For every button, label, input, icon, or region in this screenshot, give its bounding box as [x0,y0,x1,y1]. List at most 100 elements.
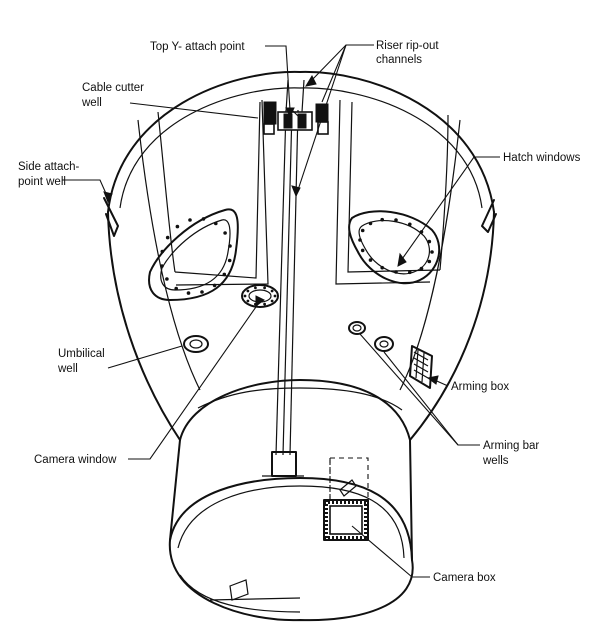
rivet-dot [419,266,424,271]
rivet-dot [430,250,434,254]
rivet-dot [228,244,232,248]
cable-cutter-well [263,101,277,135]
camera-box-border-mark [356,536,358,540]
camera-box-border-mark [364,508,368,510]
camera-box-border-mark [324,508,328,510]
label-arming-bar-line1: Arming bar [483,440,539,452]
rivet-dot [223,231,227,235]
camera-box-border-mark [340,500,342,504]
camera-box-border-mark [324,520,328,522]
rivet-dot [427,259,432,264]
camera-box-border-mark [352,500,354,504]
rivet-dot [222,272,227,277]
camera-box-border-mark [324,512,328,514]
rivet-dot [212,283,217,288]
label-riser-ripout-line1: Riser rip-out [376,40,439,52]
ring-dot [246,289,250,293]
camera-box-border-mark [364,532,368,534]
rivet-dot [165,235,170,240]
camera-box-border-mark [340,536,342,540]
rivet-dot [214,221,218,226]
camera-box-border-mark [324,532,328,534]
arming-box [409,345,433,389]
ring-dot [270,289,274,293]
hatch-window-right [348,210,441,285]
label-side-attach-line1: Side attach- [18,161,80,173]
camera-box-border-mark [328,500,330,504]
leader-lines [62,44,500,578]
labels: Top Y- attach point Riser rip-out channe… [18,40,581,584]
ring-dot [263,302,266,306]
label-arming-box: Arming box [451,381,509,393]
camera-box-border-mark [356,500,358,504]
rivet-dot [201,217,206,221]
umbilical-well [183,335,209,353]
rivet-dot [368,258,373,262]
camera-box-border-mark [348,536,350,540]
camera-box-border-mark [348,500,350,504]
ring-dot [263,286,266,290]
camera-box-border-mark [364,512,368,514]
capsule-body [103,70,497,622]
label-cable-cutter-line2: well [81,97,102,109]
rivet-dot [368,221,373,226]
label-camera-window: Camera window [34,454,117,466]
camera-box-border-mark [332,500,334,504]
rivet-dot [408,222,412,227]
rivet-dot [358,238,362,242]
rivet-dot [160,264,164,268]
rivet-dot [360,248,365,253]
label-riser-ripout-line2: channels [376,54,422,66]
rivet-dot [186,291,191,295]
rivet-dot [175,224,180,229]
label-arming-bar-line2: wells [482,455,509,467]
top-y-attach-fitting [277,79,313,131]
camera-box-border-mark [324,504,328,506]
camera-box-border-mark [324,528,328,530]
rivet-dot [200,290,204,294]
camera-box-border-mark [324,536,328,538]
rivet-dot [394,270,398,274]
bottom-fitting [209,579,301,601]
label-umbilical-line1: Umbilical [58,348,105,360]
camera-box [323,457,369,541]
camera-box-border-mark [364,520,368,522]
ring-dot [273,294,277,298]
camera-box-border-mark [324,524,328,526]
camera-box-border-mark [344,536,346,540]
rivet-dot [394,218,398,222]
rivet-dot [227,258,232,263]
camera-box-border-mark [336,536,338,540]
camera-box-border-mark [364,524,368,526]
camera-box-border-mark [352,536,354,540]
label-top-y-attach-point: Top Y- attach point [150,41,245,53]
rivet-dot [160,249,165,254]
label-hatch-windows: Hatch windows [503,152,581,164]
ring-dot [270,299,274,303]
rivet-dot [360,228,365,233]
camera-box-border-mark [332,536,334,540]
label-cable-cutter-line1: Cable cutter [82,82,144,94]
camera-box-border-mark [328,536,330,540]
rivet-dot [427,239,432,244]
camera-box-border-mark [324,500,328,502]
riser-channel [262,109,304,477]
rivet-dot [165,277,169,281]
ring-dot [246,299,250,303]
arrowheads [103,74,439,385]
camera-box-border-mark [364,536,368,538]
camera-window [241,284,279,308]
label-side-attach-line2: point well [18,176,66,188]
camera-box-border-mark [344,500,346,504]
rivet-dot [408,270,412,275]
camera-box-border-mark [364,504,368,506]
rivet-dot [380,265,385,270]
camera-box-border-mark [336,500,338,504]
rivet-dot [174,286,178,291]
label-umbilical-line2: well [57,363,78,375]
label-camera-box: Camera box [433,572,496,584]
camera-box-border-mark [324,516,328,518]
camera-box-border-mark [360,500,362,504]
hatch-window-left [148,208,239,301]
